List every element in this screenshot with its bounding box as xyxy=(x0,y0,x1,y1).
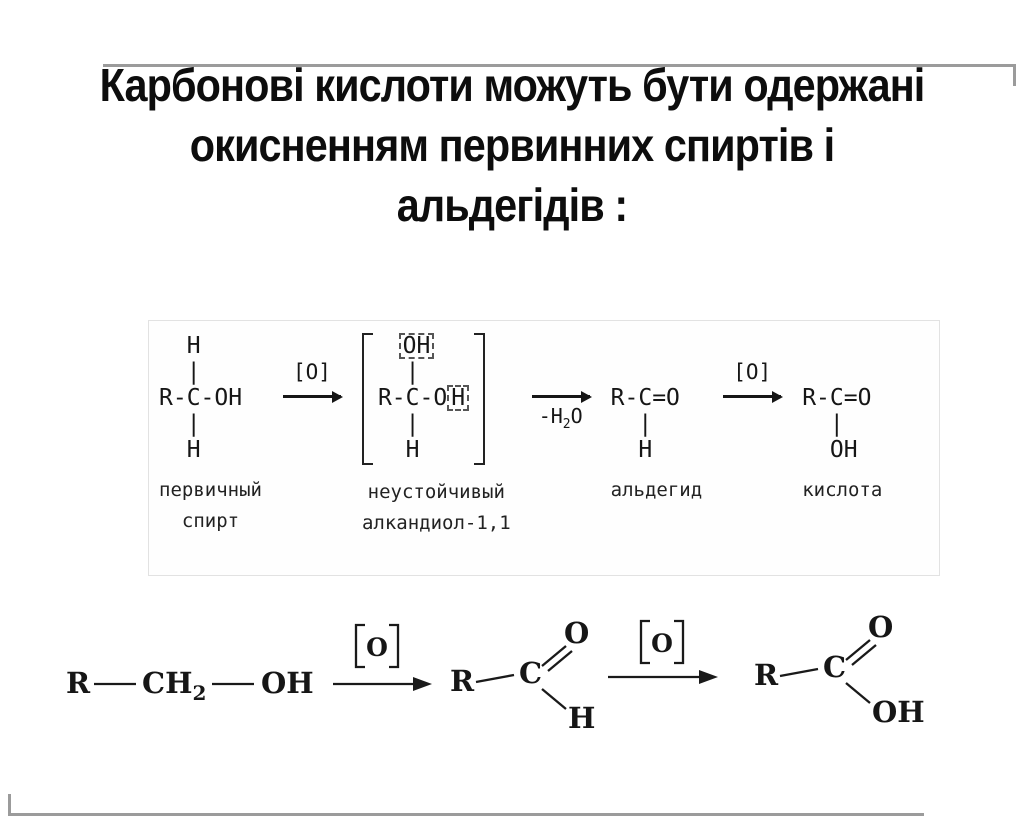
bond-vertical: | xyxy=(377,359,420,385)
water-loss-label: -H2O xyxy=(539,404,583,432)
oxidant-label: [O] xyxy=(292,360,331,384)
frame-bottom-left-stub xyxy=(8,794,11,816)
h2o-suffix: O xyxy=(570,404,583,428)
structure-rows: R-C=O | OH xyxy=(802,333,871,463)
main-chain: R-C=O xyxy=(802,385,872,411)
structure-label: альдегид xyxy=(611,475,703,506)
h2o-prefix: -H xyxy=(538,404,563,428)
main-chain: R-C=O xyxy=(610,385,680,411)
atom-r: R xyxy=(450,664,475,698)
oxidant-o: O xyxy=(651,629,673,658)
bond-vertical: | xyxy=(377,411,420,437)
oxidant-o: O xyxy=(366,633,388,662)
reaction-scheme-box: H | R-C-OH | H первичный спирт [O] OH xyxy=(148,320,940,576)
right-arrow-icon xyxy=(723,395,782,398)
right-bracket-icon xyxy=(474,333,486,465)
reaction-arrow-1: [O] xyxy=(280,359,344,398)
structure-acid: R-C=O | OH кислота xyxy=(802,333,882,506)
title-line-3: альдегідів : xyxy=(396,178,628,231)
frame-top-line xyxy=(103,64,1016,67)
frame-top-right-stub xyxy=(1013,64,1016,86)
bond-c-h xyxy=(541,688,567,710)
h2o-subscript: 2 xyxy=(562,417,571,432)
arrow-heads xyxy=(413,670,718,691)
bond-r-c xyxy=(779,667,819,678)
atom-o: O xyxy=(868,610,893,644)
reaction-arrow-3: [O] xyxy=(720,359,784,398)
bond-lines xyxy=(94,619,877,710)
bottom-reaction-scheme: R CH2 OH O R C O H O R C O OH xyxy=(66,610,925,735)
dashed-box-h: H xyxy=(447,385,470,411)
group-oh: OH xyxy=(261,666,314,700)
title-line-2: окисненням первинних спиртів і xyxy=(189,118,835,171)
slide: Карбонові кислоти можуть бути одержані о… xyxy=(0,56,1024,816)
bond-vertical: | xyxy=(610,411,653,437)
atom-labels: R CH2 OH O R C O H O R C O OH xyxy=(66,610,925,735)
oxidant-bracket-right xyxy=(674,619,685,665)
double-bond-1a xyxy=(541,645,567,667)
structure-label: первичный спирт xyxy=(159,475,262,537)
ch-text: CH xyxy=(142,666,192,700)
group-ch2: CH2 xyxy=(142,666,206,705)
atom-bottom-h: H xyxy=(610,437,653,463)
atom-c: C xyxy=(823,650,846,684)
label-line-1: первичный xyxy=(159,479,262,501)
atom-c: C xyxy=(519,656,542,690)
atom-bottom-h: H xyxy=(159,437,201,463)
oxidant-bracket-left xyxy=(354,623,365,669)
bond-c-oh xyxy=(845,682,871,704)
label-line-1: альдегид xyxy=(610,479,703,501)
right-arrow-icon xyxy=(531,395,590,398)
reaction-arrow-2: -H2O xyxy=(529,359,593,432)
structure-label: неустойчивый алкандиол-1,1 xyxy=(362,477,511,539)
label-line-1: кислота xyxy=(802,479,883,501)
atom-r: R xyxy=(66,666,91,700)
arrow-1-head xyxy=(413,677,432,691)
label-line-2: алкандиол-1,1 xyxy=(361,512,511,534)
arrow-2-head xyxy=(699,670,718,684)
right-arrow-icon xyxy=(282,395,341,398)
double-bond-1b xyxy=(547,650,573,672)
double-bond-2b xyxy=(851,644,877,666)
oxidant-bracket-left xyxy=(639,619,650,665)
oxidant-bracket-right xyxy=(389,623,400,669)
dashed-box-oh: OH xyxy=(398,333,435,359)
structure-rows: R-C=O | H xyxy=(611,333,680,463)
bond-vertical: | xyxy=(802,411,844,437)
hydroxyl-top: OH xyxy=(378,333,435,359)
group-oh: OH xyxy=(872,695,925,729)
bond-r-c xyxy=(475,673,515,684)
label-line-2: спирт xyxy=(181,510,240,532)
atom-bottom-h: H xyxy=(377,437,420,463)
atom-h: H xyxy=(568,701,595,735)
left-bracket-icon xyxy=(361,333,373,465)
bond-vertical: | xyxy=(159,411,201,437)
bond-vertical: | xyxy=(159,359,201,385)
main-chain-prefix: R-C-O xyxy=(377,385,448,411)
structure-label: кислота xyxy=(802,475,882,506)
structure-aldehyde: R-C=O | H альдегид xyxy=(611,333,703,506)
atom-top-h: H xyxy=(159,333,201,359)
double-bond-2a xyxy=(845,639,871,661)
ch-subscript: 2 xyxy=(192,681,206,705)
frame-bottom-line xyxy=(8,813,924,816)
structure-rows: H | R-C-OH | H xyxy=(159,333,242,463)
atom-r: R xyxy=(754,658,779,692)
hydroxyl-bottom: OH xyxy=(802,437,858,463)
title-line-1: Карбонові кислоти можуть бути одержані xyxy=(99,59,926,111)
slide-title: Карбонові кислоти можуть бути одержані о… xyxy=(51,56,973,235)
label-line-1: неустойчивый xyxy=(367,481,505,503)
oxidant-label: [O] xyxy=(733,360,772,384)
atom-o: O xyxy=(564,616,589,650)
structure-primary-alcohol: H | R-C-OH | H первичный спирт xyxy=(159,333,262,537)
main-chain: R-C-OH xyxy=(159,385,243,411)
